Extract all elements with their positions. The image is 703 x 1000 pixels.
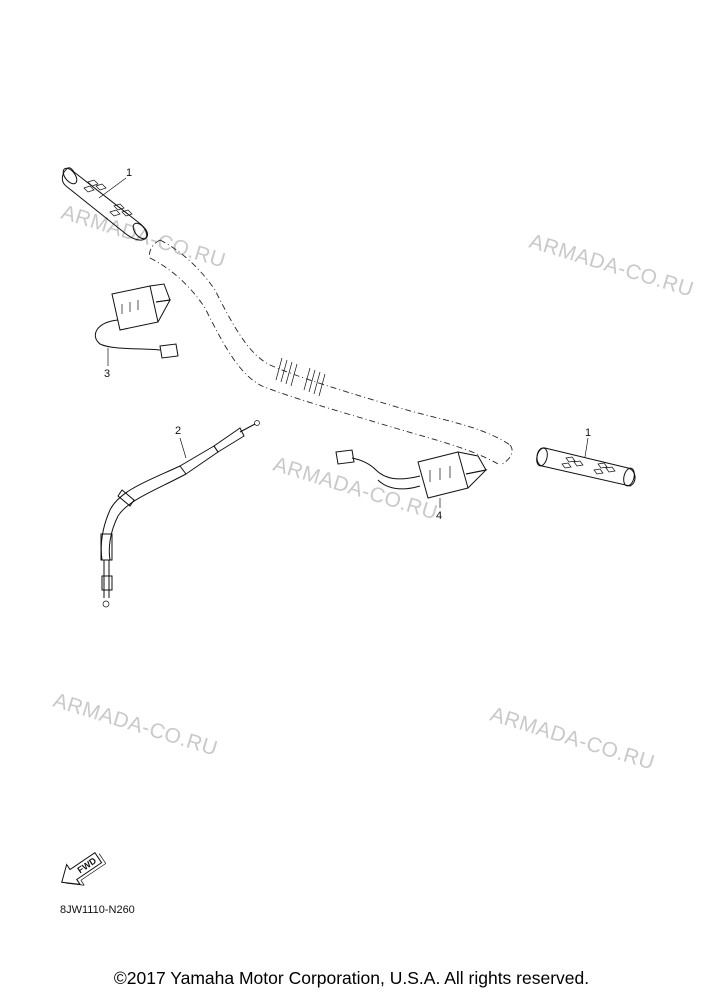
fwd-arrow-icon: FWD bbox=[61, 852, 107, 886]
watermark-4: ARMADA-CO.RU bbox=[51, 689, 221, 761]
throttle-cable: 2 bbox=[100, 420, 260, 608]
handlebar bbox=[149, 239, 513, 466]
callout-grip-left: 1 bbox=[126, 167, 132, 179]
copyright-notice: ©2017 Yamaha Motor Corporation, U.S.A. A… bbox=[113, 968, 590, 988]
callout-heater-right: 4 bbox=[436, 510, 442, 522]
callout-grip-right: 1 bbox=[585, 427, 591, 439]
watermark-5: ARMADA-CO.RU bbox=[488, 703, 658, 775]
grip-right: 1 bbox=[536, 427, 636, 487]
watermark-2: ARMADA-CO.RU bbox=[527, 230, 697, 302]
grip-heater-right: 4 bbox=[335, 449, 488, 522]
watermark-1: ARMADA-CO.RU bbox=[59, 201, 229, 273]
watermark-3: ARMADA-CO.RU bbox=[271, 453, 441, 525]
diagram-ref: 8JW1110-N260 bbox=[60, 904, 135, 916]
callout-heater-left: 3 bbox=[104, 368, 110, 380]
grip-heater-left: 3 bbox=[95, 283, 179, 380]
callout-cable: 2 bbox=[175, 425, 181, 437]
grip-left: 1 bbox=[61, 167, 149, 241]
